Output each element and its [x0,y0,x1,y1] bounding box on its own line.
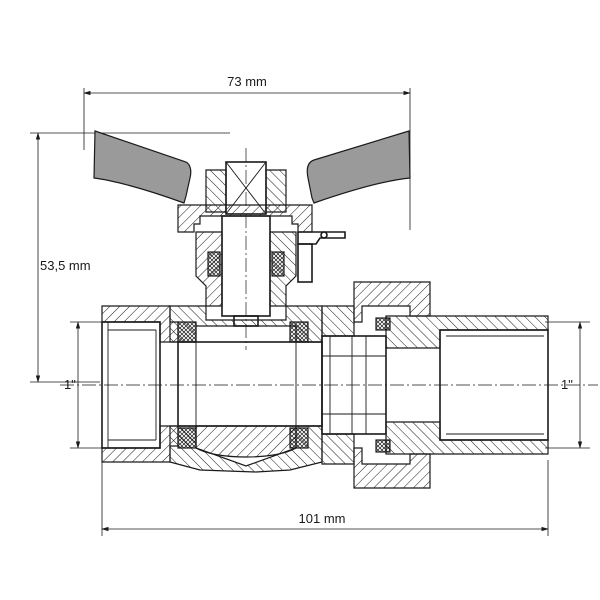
valve-body [169,305,323,473]
dimension-label-73mm: 73 mm [227,74,267,89]
butterfly-handle [93,130,411,245]
dimension-label-thread-right: 1" [561,377,573,392]
stem-seal-left [207,251,221,277]
left-inner-bore [101,321,161,449]
right-end-upper-wall [385,315,549,349]
right-end-lower-wall [385,421,549,455]
left-end-upper-wall [101,305,179,343]
handle-wing-right [306,130,411,204]
handle-hub [177,204,313,233]
ball-bore [177,341,323,427]
ball-seat-upper-right [289,321,309,343]
union-tail-upper [321,305,355,337]
ball-lower-cap [195,425,297,458]
right-body-end [385,315,549,455]
union-nut-upper [353,281,431,323]
stem-seal-right [271,251,285,277]
handle-wing-left [93,130,192,204]
union-tail-lower [321,433,355,465]
left-end-lower-wall [101,425,179,463]
right-inner-bore [439,329,549,441]
left-body-end [101,305,179,463]
ball-seat-upper-left [177,321,197,343]
dimension-width-top: 73 mm [83,74,411,230]
union-inner-sleeve [321,335,387,435]
ball-seat-lower-right [289,427,309,449]
ball-seat-lower-left [177,427,197,449]
dimension-label-thread-left: 1" [64,377,76,392]
dimension-height-left: 53,5 mm [30,132,230,383]
dimension-label-53-5mm: 53,5 mm [40,258,91,273]
dimension-label-101mm: 101 mm [299,511,346,526]
dimension-width-bottom: 101 mm [101,460,549,536]
